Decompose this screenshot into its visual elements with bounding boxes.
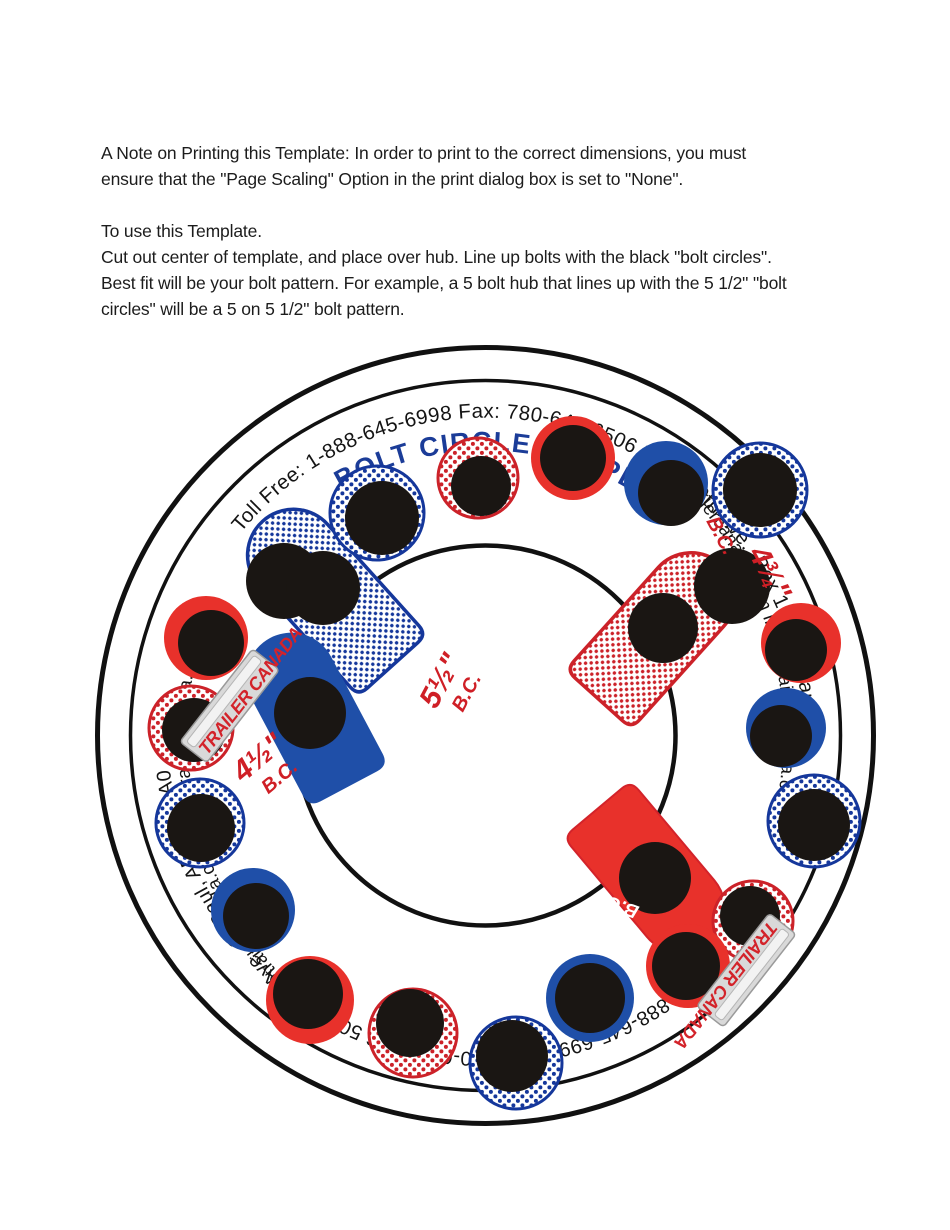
bolt-hole xyxy=(154,777,246,869)
logo-chrome-strip-right xyxy=(714,928,789,1021)
bolt-hole xyxy=(211,868,295,952)
instruction-line-1: A Note on Printing this Template: In ord… xyxy=(101,143,747,163)
bolt-hole xyxy=(286,551,360,625)
instruction-line-2: ensure that the "Page Scaling" Option in… xyxy=(101,169,684,189)
bolt-hole xyxy=(746,688,826,768)
bolt-hole xyxy=(761,603,841,683)
bolt-circle-template-graphic: Toll Free: 1-888-645-6998 Fax: 780-645-6… xyxy=(88,338,883,1133)
logo-chrome-strip-left xyxy=(187,655,262,748)
bolt-hole xyxy=(711,441,809,539)
bolt-hole xyxy=(531,416,615,500)
bolt-hole xyxy=(766,773,862,869)
bolt-hole xyxy=(468,1015,564,1111)
bolt-hole xyxy=(436,436,520,520)
bolt-hole xyxy=(164,596,248,680)
bolt-hole xyxy=(367,987,459,1079)
bolt-hole xyxy=(328,464,426,562)
bolt-hole xyxy=(546,954,634,1042)
bolt-hole xyxy=(266,956,354,1044)
bolt-hole xyxy=(694,548,770,624)
instruction-line-4: Cut out center of template, and place ov… xyxy=(101,247,772,267)
bolt-hole xyxy=(274,677,346,749)
bolt-hole xyxy=(624,441,708,526)
instruction-spacer xyxy=(101,192,891,218)
printing-instructions: A Note on Printing this Template: In ord… xyxy=(101,140,891,322)
bolt-hole xyxy=(619,842,691,914)
instruction-line-6: circles" will be a 5 on 5 1/2" bolt patt… xyxy=(101,299,405,319)
template-svg: Toll Free: 1-888-645-6998 Fax: 780-645-6… xyxy=(88,338,876,1126)
instruction-line-3: To use this Template. xyxy=(101,221,262,241)
bolt-hole xyxy=(628,593,698,663)
bolt-hole-group xyxy=(147,416,862,1111)
bolt-hole xyxy=(646,924,730,1008)
instruction-line-5: Best fit will be your bolt pattern. For … xyxy=(101,273,787,293)
